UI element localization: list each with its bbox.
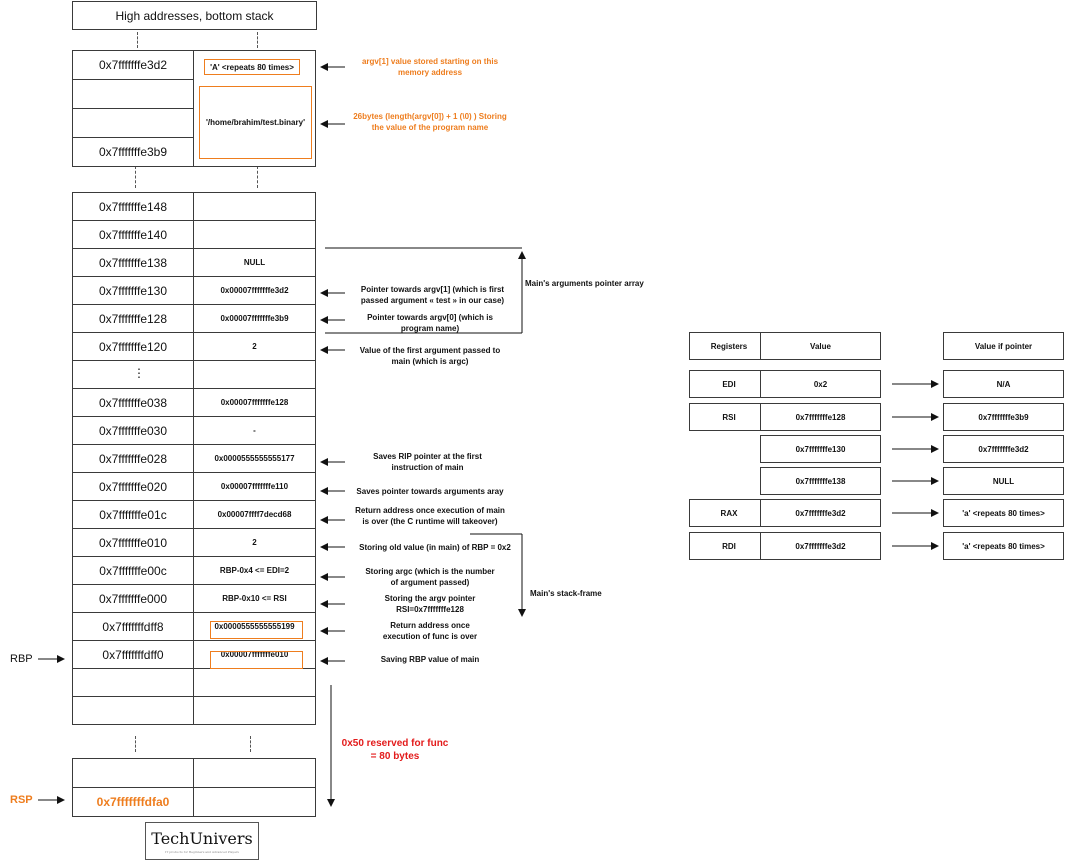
- stack-value-cell: 0x00007ffff7decd68: [193, 500, 316, 529]
- stack-address-cell: 0x7fffffffe130: [72, 276, 194, 305]
- argv1-value-box: 'A' <repeats 80 times>: [204, 59, 300, 75]
- register-register-cell: EDI: [689, 370, 769, 398]
- dash-connector: [137, 32, 138, 48]
- dash-connector: [135, 166, 136, 188]
- stack-value-cell: [193, 220, 316, 249]
- register-pointer-cell: 0x7fffffffe3d2: [943, 435, 1064, 463]
- logo-text: TechUnivers: [151, 828, 253, 848]
- argv0-value-box: '/home/brahim/test.binary': [199, 86, 312, 159]
- reserved-label-line1: 0x50 reserved for func: [341, 738, 449, 749]
- dash-connector: [135, 736, 136, 752]
- label-main-args-array: Main's arguments pointer array: [525, 279, 644, 288]
- stack-address-cell: 0x7fffffffe138: [72, 248, 194, 277]
- registers-header-cell: Value if pointer: [943, 332, 1064, 360]
- return-func-highlight: [210, 621, 303, 639]
- register-value-cell: 0x7fffffffe138: [760, 467, 881, 495]
- stack-address-cell: [72, 758, 194, 788]
- annotation-ptr-argv0: Pointer towards argv[0] (which is progra…: [367, 313, 493, 333]
- register-value-cell: 0x7fffffffe128: [760, 403, 881, 431]
- register-value-cell: 0x2: [760, 370, 881, 398]
- stack-value-cell: 0x00007fffffffe3d2: [193, 276, 316, 305]
- annotation-old-rbp: Storing old value (in main) of RBP = 0x2: [359, 543, 511, 552]
- annotation-saves-args-ptr: Saves pointer towards arguments aray: [356, 487, 504, 496]
- register-pointer-cell: 'a' <repeats 80 times>: [943, 532, 1064, 560]
- stack-value-cell: [193, 50, 316, 80]
- rsp-label: RSP: [10, 794, 33, 806]
- ellipsis-marker: ⋮: [133, 366, 145, 380]
- stack-value-cell: 0x0000555555555177: [193, 444, 316, 473]
- stack-value-cell: [193, 192, 316, 221]
- dash-connector: [257, 166, 258, 188]
- register-value-cell: 0x7fffffffe3d2: [760, 532, 881, 560]
- annotation-argv1-stored: argv[1] value stored starting on this me…: [361, 57, 499, 77]
- dash-connector: [250, 736, 251, 752]
- stack-value-cell: 0x00007fffffffe110: [193, 472, 316, 501]
- registers-header-cell: Registers: [689, 332, 769, 360]
- logo-tagline: IT products for Beginners and Advanced P…: [165, 849, 239, 854]
- register-value-cell: 0x7fffffffe3d2: [760, 499, 881, 527]
- annotation-ptr-argv1: Pointer towards argv[1] (which is first …: [360, 285, 505, 305]
- dash-connector: [257, 32, 258, 48]
- register-register-cell: RDI: [689, 532, 769, 560]
- annotation-saves-rip: Saves RIP pointer at the first instructi…: [373, 452, 482, 472]
- reserved-label-line2: = 80 bytes: [370, 751, 420, 762]
- saved-rbp-highlight: [210, 651, 303, 669]
- stack-value-cell: [193, 668, 316, 697]
- annotation-storing-argc: Storing argc (which is the number of arg…: [365, 567, 495, 587]
- stack-value-cell: 0x00007fffffffe010: [193, 640, 316, 669]
- register-pointer-cell: NULL: [943, 467, 1064, 495]
- label-main-stack-frame: Main's stack-frame: [530, 589, 602, 598]
- annotation-saving-rbp: Saving RBP value of main: [380, 655, 480, 664]
- stack-value-cell: [193, 758, 316, 788]
- register-pointer-cell: 0x7fffffffe3b9: [943, 403, 1064, 431]
- stack-value-cell: [193, 787, 316, 817]
- stack-value-cell: NULL: [193, 248, 316, 277]
- stack-address-cell: 0x7fffffffe120: [72, 332, 194, 361]
- register-register-cell: RAX: [689, 499, 769, 527]
- stack-value-cell: [193, 137, 316, 167]
- annotation-argv0-length: 26bytes (length(argv[0]) + 1 (\0) ) Stor…: [353, 112, 507, 132]
- stack-value-cell: 0x00007fffffffe3b9: [193, 304, 316, 333]
- register-value-cell: 0x7fffffffe130: [760, 435, 881, 463]
- stack-address-cell: 0x7fffffffe01c: [72, 500, 194, 529]
- stack-value-cell: [193, 696, 316, 725]
- stack-address-cell: 0x7fffffffe038: [72, 388, 194, 417]
- stack-address-cell: 0x7fffffffe00c: [72, 556, 194, 585]
- stack-address-cell: [72, 696, 194, 725]
- annotation-return-main: Return address once execution of main is…: [355, 506, 505, 526]
- annotation-argc-value: Value of the first argument passed to ma…: [359, 346, 501, 366]
- annotation-storing-argv: Storing the argv pointer RSI=0x7fffffffe…: [384, 594, 476, 614]
- registers-header-cell: Value: [760, 332, 881, 360]
- stack-value-cell: [193, 360, 316, 389]
- stack-address-cell: 0x7fffffffe3d2: [72, 50, 194, 80]
- annotation-return-func: Return address once execution of func is…: [382, 621, 478, 641]
- stack-address-cell: 0x7fffffffe148: [72, 192, 194, 221]
- techunivers-logo: TechUnivers IT products for Beginners an…: [145, 822, 259, 860]
- stack-address-cell: 0x7fffffffe140: [72, 220, 194, 249]
- stack-header: High addresses, bottom stack: [72, 1, 317, 30]
- rbp-label: RBP: [10, 653, 33, 665]
- register-pointer-cell: 'a' <repeats 80 times>: [943, 499, 1064, 527]
- stack-address-cell: 0x7fffffffe3b9: [72, 137, 194, 167]
- register-pointer-cell: N/A: [943, 370, 1064, 398]
